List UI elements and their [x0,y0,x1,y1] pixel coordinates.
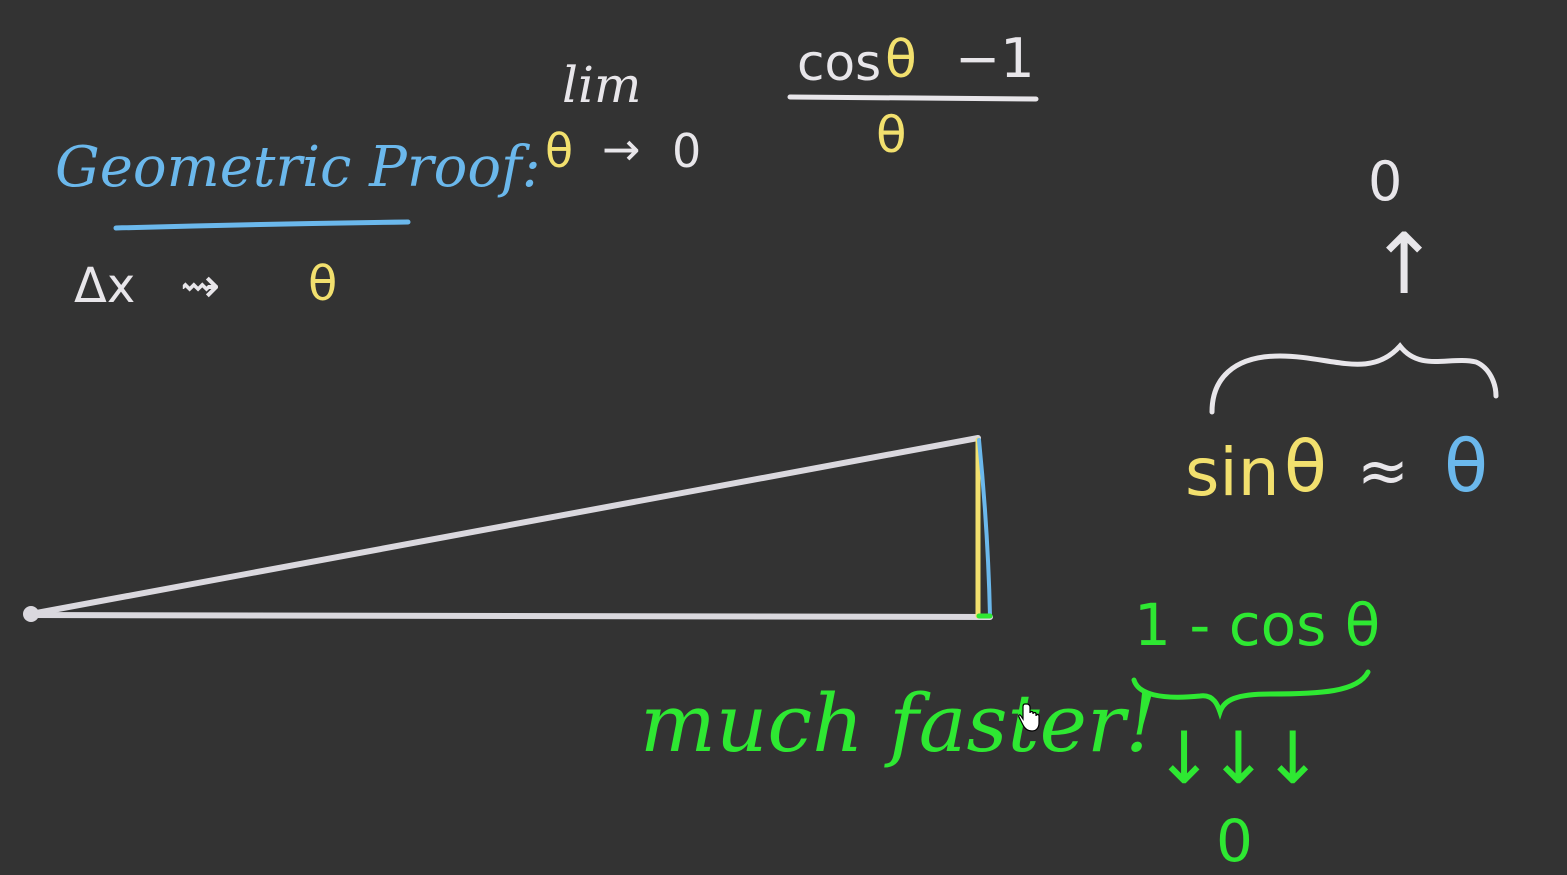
numerator-theta: θ [885,30,917,90]
fraction-bar [787,94,1039,102]
hand-pointer-icon [1018,703,1040,732]
approx-theta-right: θ [1444,424,1489,508]
limit-sub-var: θ [545,124,574,178]
green-expression: 1 - cos θ [1134,591,1381,659]
substitution-left: Δx [74,258,136,314]
substitution-right: θ [308,256,338,312]
down-arrows-icon: ↓↓↓ [1154,716,1323,800]
green-remark: much faster! [640,677,1158,770]
triangle-arc [977,438,992,618]
triangle-base [28,612,993,620]
triangle-vertex [23,606,39,622]
squiggle-arrow-icon: ⇝ [180,258,221,314]
up-arrow-icon: ↑ [1369,215,1440,313]
limit-lim: lim [562,56,642,114]
heading-underline [113,219,411,231]
heading-geometric-proof: Geometric Proof: [55,135,541,200]
approx-theta-left: θ [1284,426,1327,508]
white-brace [1209,342,1499,415]
limit-sub-arrow: → [602,122,641,176]
numerator-cos: cos [797,34,882,92]
triangle-hypotenuse [28,435,981,617]
green-zero: 0 [1216,807,1253,875]
approx-symbol: ≈ [1357,434,1409,507]
numerator-minus-one: −1 [955,27,1035,90]
approx-sin: sin [1185,434,1280,511]
denominator-theta: θ [876,106,907,164]
green-brace [1131,669,1371,720]
limit-sub-target: 0 [672,124,702,178]
top-zero: 0 [1368,150,1403,213]
